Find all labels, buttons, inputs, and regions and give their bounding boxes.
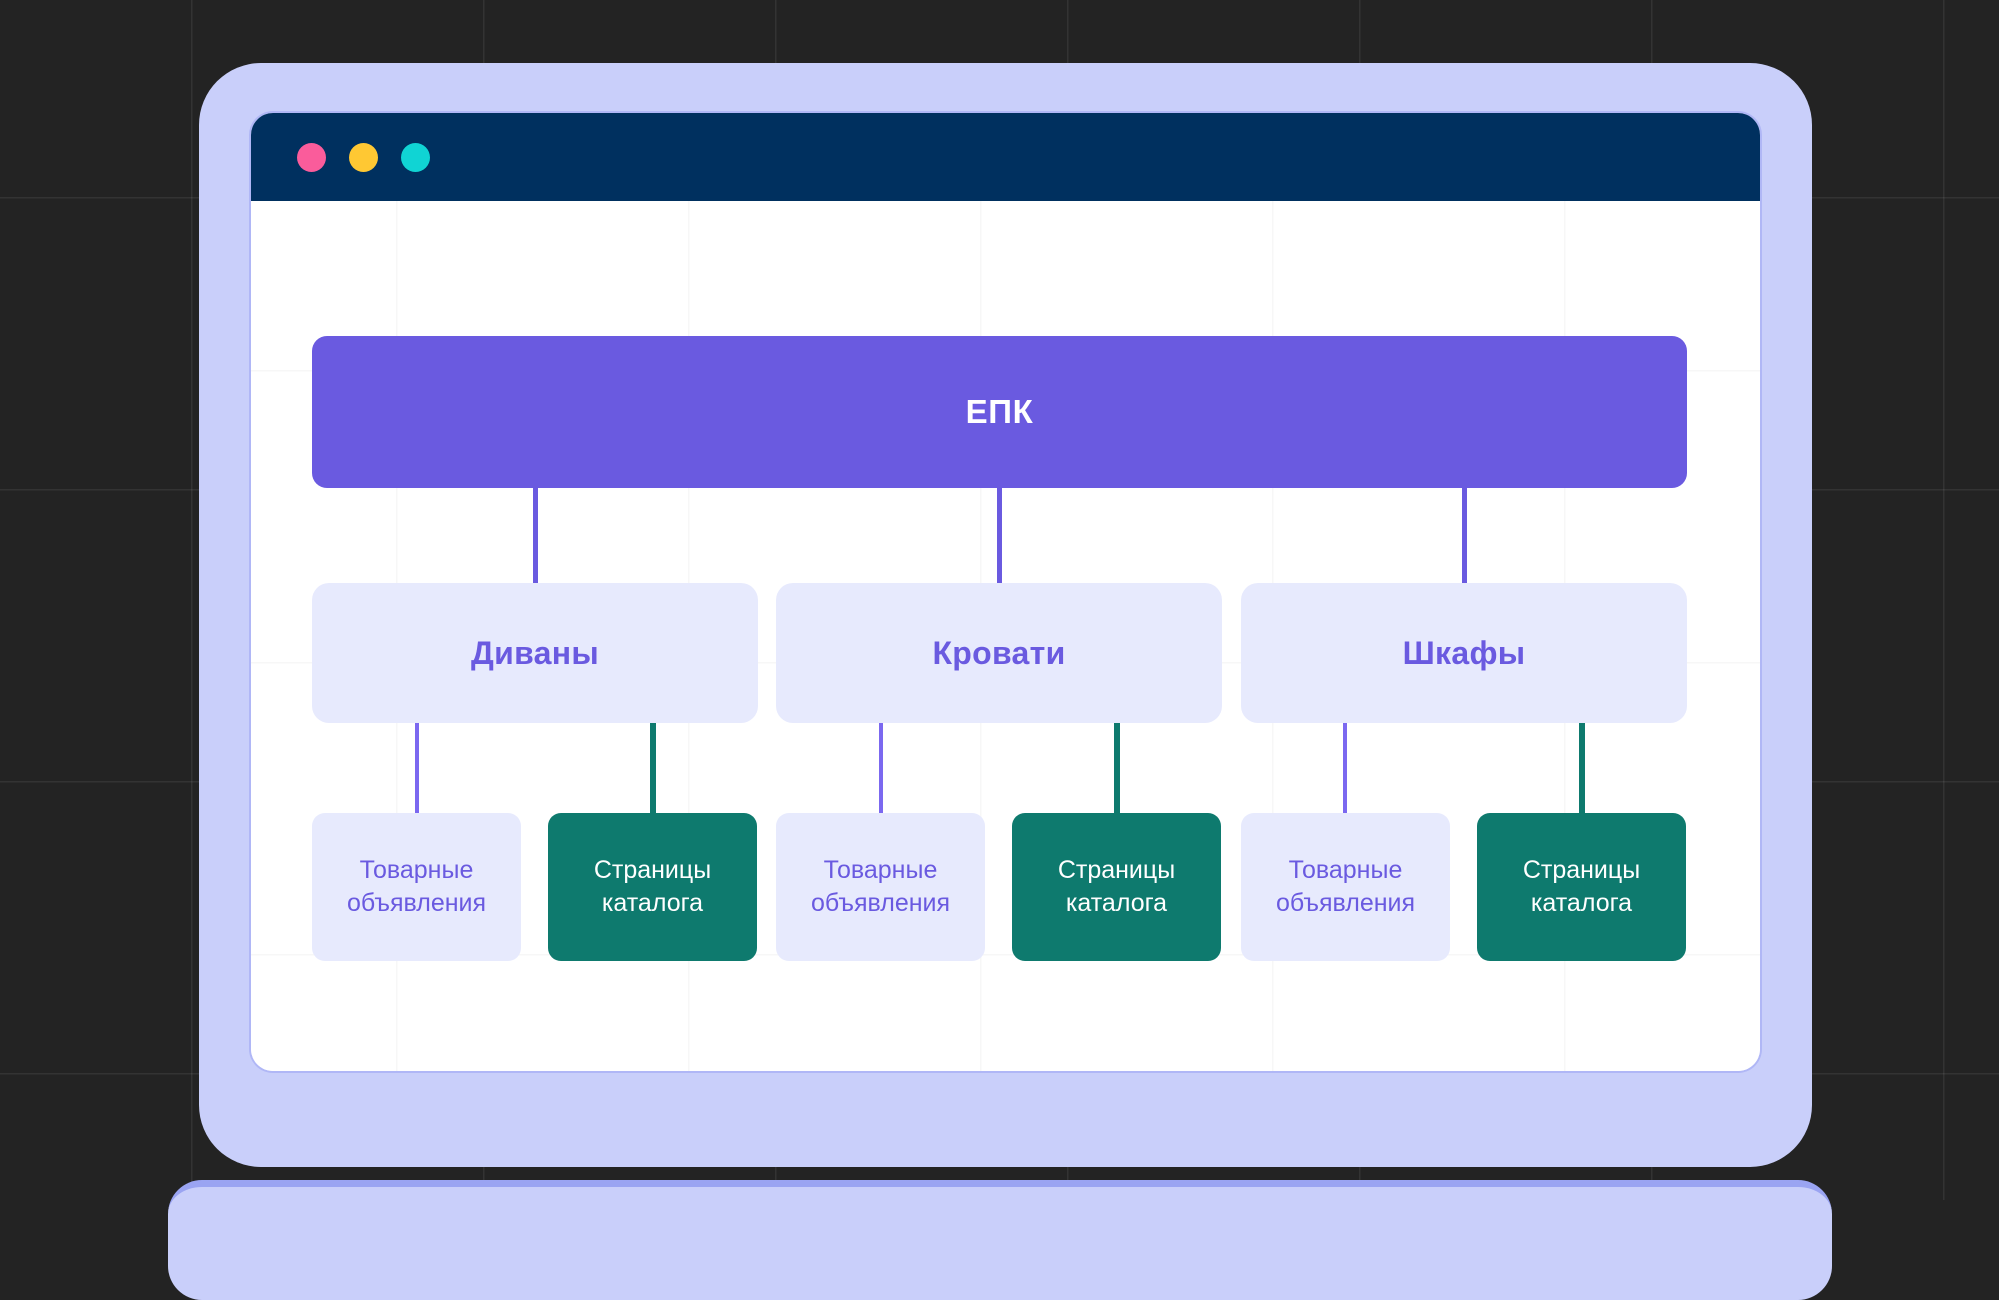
category-label-0: Диваны <box>471 635 599 672</box>
diagram-node-category-shkafy[interactable]: Шкафы <box>1241 583 1687 723</box>
connector-category-0-to-leaf-1 <box>650 723 656 813</box>
leaf-label-1-line2: каталога <box>602 887 703 920</box>
connector-category-1-to-leaf-2 <box>879 723 883 813</box>
close-window-dot[interactable] <box>297 143 326 172</box>
diagram-node-leaf-catalog-pages-5[interactable]: Страницы каталога <box>1477 813 1686 961</box>
leaf-label-2-line2: объявления <box>811 887 950 920</box>
category-label-1: Кровати <box>932 635 1065 672</box>
window-title-bar <box>251 113 1760 201</box>
connector-root-to-category-0 <box>533 488 538 583</box>
hierarchy-diagram: ЕПК Диваны Кровати Шкафы <box>251 201 1760 1071</box>
diagram-node-leaf-product-ads-0[interactable]: Товарные объявления <box>312 813 521 961</box>
category-label-2: Шкафы <box>1403 635 1526 672</box>
leaf-label-5-line1: Страницы <box>1523 854 1640 887</box>
root-node-label: ЕПК <box>966 393 1034 431</box>
connector-root-to-category-2 <box>1462 488 1467 583</box>
leaf-label-0-line1: Товарные <box>360 854 474 887</box>
connector-root-to-category-1 <box>997 488 1002 583</box>
leaf-label-4-line2: объявления <box>1276 887 1415 920</box>
connector-category-2-to-leaf-5 <box>1579 723 1585 813</box>
leaf-label-5-line2: каталога <box>1531 887 1632 920</box>
leaf-label-1-line1: Страницы <box>594 854 711 887</box>
leaf-label-3-line2: каталога <box>1066 887 1167 920</box>
browser-window-frame: ЕПК Диваны Кровати Шкафы <box>199 63 1812 1167</box>
diagram-node-root[interactable]: ЕПК <box>312 336 1687 488</box>
diagram-canvas: ЕПК Диваны Кровати Шкафы <box>251 201 1760 1071</box>
laptop-base <box>168 1180 1832 1300</box>
connector-category-2-to-leaf-4 <box>1343 723 1347 813</box>
diagram-node-leaf-product-ads-4[interactable]: Товарные объявления <box>1241 813 1450 961</box>
connector-category-0-to-leaf-0 <box>415 723 419 813</box>
diagram-node-category-divany[interactable]: Диваны <box>312 583 758 723</box>
leaf-label-2-line1: Товарные <box>824 854 938 887</box>
diagram-node-leaf-product-ads-2[interactable]: Товарные объявления <box>776 813 985 961</box>
leaf-label-4-line1: Товарные <box>1289 854 1403 887</box>
leaf-label-0-line2: объявления <box>347 887 486 920</box>
diagram-node-leaf-catalog-pages-3[interactable]: Страницы каталога <box>1012 813 1221 961</box>
browser-window: ЕПК Диваны Кровати Шкафы <box>251 113 1760 1071</box>
diagram-node-category-krovati[interactable]: Кровати <box>776 583 1222 723</box>
connector-category-1-to-leaf-3 <box>1114 723 1120 813</box>
diagram-node-leaf-catalog-pages-1[interactable]: Страницы каталога <box>548 813 757 961</box>
maximize-window-dot[interactable] <box>401 143 430 172</box>
minimize-window-dot[interactable] <box>349 143 378 172</box>
leaf-label-3-line1: Страницы <box>1058 854 1175 887</box>
